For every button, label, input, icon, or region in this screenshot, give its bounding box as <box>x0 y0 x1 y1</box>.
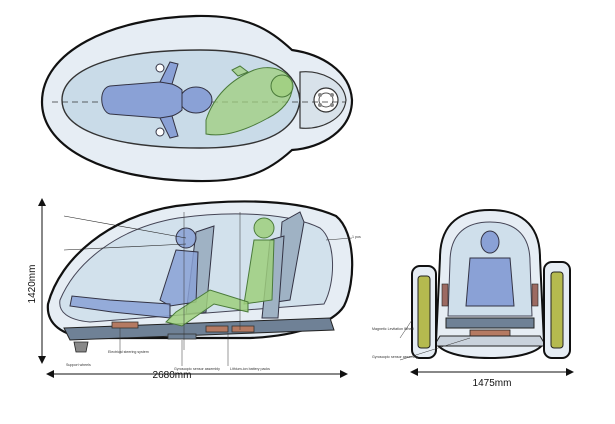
front-view: Magnetic Levitation Wheel Gyroscopic sen… <box>372 208 574 389</box>
callout-side-top-right: 1 pos <box>352 235 361 239</box>
top-view-gyro-unit <box>313 87 339 113</box>
top-view <box>40 14 354 183</box>
length-dimension-label: 2680mm <box>153 370 192 381</box>
callout-front-1: Magnetic Levitation Wheel <box>372 327 414 331</box>
callout-side-bottom-3: Lithium-ion battery packs <box>230 367 270 371</box>
side-view-steering-unit <box>111 321 139 329</box>
front-view-driver-figure <box>465 230 515 307</box>
callout-side-bottom-1: Electrical steering system <box>108 350 149 354</box>
side-view-gyro-pack <box>167 333 197 340</box>
side-view-battery-pack-1 <box>205 325 229 333</box>
callout-side-bottom-2: Gyroscopic sensor assembly <box>174 367 220 371</box>
top-view-driver-figure <box>101 61 213 139</box>
side-view: 1420mm <box>27 198 361 381</box>
side-view-battery-pack-2 <box>231 325 255 333</box>
front-view-right-wheel <box>550 271 564 349</box>
height-dimension-label: 1420mm <box>27 265 38 304</box>
front-view-floor <box>445 317 535 329</box>
top-view-passenger-figure <box>205 65 294 136</box>
front-view-left-wheel <box>417 275 431 349</box>
side-view-floor <box>63 317 335 341</box>
side-view-support-wheel <box>73 341 89 353</box>
callout-side-bottom-left: Support wheels <box>66 363 91 367</box>
front-view-gyro-pack <box>469 329 511 337</box>
callout-front-2: Gyroscopic sensor assembly <box>372 355 418 359</box>
side-view-passenger-figure <box>165 217 275 327</box>
width-dimension-label: 1475mm <box>473 378 512 389</box>
